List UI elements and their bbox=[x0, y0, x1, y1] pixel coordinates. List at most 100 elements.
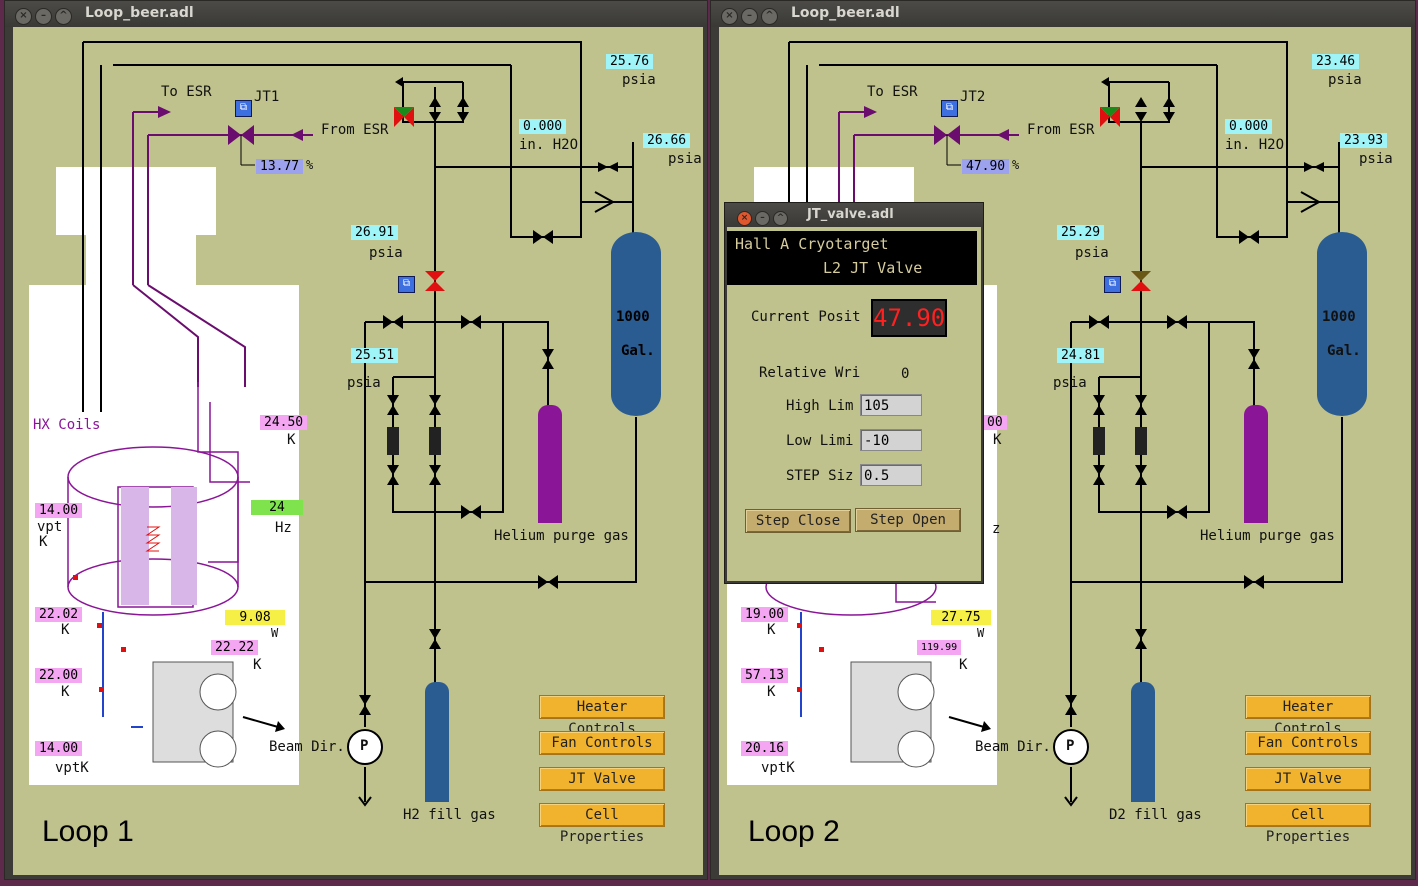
percent-unit: % bbox=[306, 158, 314, 172]
temp-vptk-readout: 14.00 bbox=[35, 741, 83, 756]
pressure-top-readout: 23.46 bbox=[1312, 54, 1360, 69]
percent-unit: % bbox=[1012, 158, 1020, 172]
heater-controls-button[interactable]: Heater Controls bbox=[539, 695, 665, 737]
helium-purge-cylinder bbox=[538, 405, 562, 523]
temp-hx-unit: K bbox=[993, 432, 1002, 448]
loop2-titlebar[interactable]: ×–^ Loop_beer.adl bbox=[711, 1, 1415, 27]
low-limit-input[interactable]: -10 bbox=[860, 429, 922, 451]
header-line-1: Hall A Cryotarget bbox=[735, 235, 889, 253]
current-position-label: Current Posit bbox=[751, 309, 861, 325]
heater-controls-button[interactable]: Heater Controls bbox=[1245, 695, 1371, 737]
pump-icon: P bbox=[1066, 738, 1075, 754]
pressure-top-unit: psia bbox=[622, 72, 656, 88]
step-size-label: STEP Siz bbox=[786, 468, 854, 484]
step-size-input[interactable]: 0.5 bbox=[860, 464, 922, 486]
fan-controls-button[interactable]: Fan Controls bbox=[1245, 731, 1371, 755]
jt-valve-dialog: ×–^ JT_valve.adl Hall A Cryotarget L2 JT… bbox=[724, 202, 984, 584]
temp-c-readout: 57.13 bbox=[741, 668, 789, 683]
maximize-icon[interactable]: ^ bbox=[773, 211, 788, 226]
target-schematic-neck bbox=[86, 232, 196, 288]
close-icon[interactable]: × bbox=[737, 211, 752, 226]
from-esr-label: From ESR bbox=[321, 122, 389, 138]
temp-a-unit: K bbox=[767, 622, 776, 638]
cell-properties-button[interactable]: Cell Properties bbox=[1245, 803, 1371, 845]
jt-control-icon[interactable]: ⧉ bbox=[941, 100, 958, 117]
tank-label-unit: Gal. bbox=[1327, 343, 1361, 359]
fan-controls-button[interactable]: Fan Controls bbox=[539, 731, 665, 755]
step-close-button[interactable]: Step Close bbox=[745, 509, 851, 533]
step-open-button[interactable]: Step Open bbox=[855, 508, 961, 532]
hx-coils-label: HX Coils bbox=[33, 417, 101, 433]
minimize-icon[interactable]: – bbox=[35, 8, 52, 25]
dp-readout: 0.000 bbox=[519, 119, 567, 134]
pump-icon: P bbox=[360, 738, 369, 754]
loop1-piping-diagram bbox=[67, 41, 637, 807]
minimize-icon[interactable]: – bbox=[755, 211, 770, 226]
pressure-low-readout: 24.81 bbox=[1057, 348, 1105, 363]
jt-percent-readout: 47.90 bbox=[962, 159, 1010, 174]
maximize-icon[interactable]: ^ bbox=[55, 8, 72, 25]
jt-control-icon[interactable]: ⧉ bbox=[235, 100, 252, 117]
jt-valve-button[interactable]: JT Valve bbox=[539, 767, 665, 791]
loop-label: Loop 2 bbox=[748, 815, 840, 848]
temp-b-readout: 22.22 bbox=[211, 640, 259, 655]
temp-b-unit: K bbox=[959, 657, 968, 673]
window-title: Loop_beer.adl bbox=[85, 5, 194, 21]
fill-gas-label: H2 fill gas bbox=[403, 807, 496, 823]
cell-properties-button[interactable]: Cell Properties bbox=[539, 803, 665, 845]
heater-power-readout: 9.08 bbox=[225, 610, 285, 625]
fan-frequency-readout: 24 bbox=[251, 500, 303, 515]
dp-unit: in. H2O bbox=[519, 137, 579, 153]
high-limit-input[interactable]: 105 bbox=[860, 394, 922, 416]
temp-vpt-readout: 14.00 bbox=[35, 503, 83, 518]
tank-1000-gal bbox=[611, 232, 661, 416]
tank-label-unit: Gal. bbox=[621, 343, 655, 359]
valve-control-icon[interactable]: ⧉ bbox=[398, 276, 415, 293]
temp-vptk-readout: 20.16 bbox=[741, 741, 789, 756]
loop1-canvas: 1000 Gal. To ESR From ESR JT1 ⧉ 13.77 % … bbox=[13, 27, 703, 875]
tank-label-volume: 1000 bbox=[616, 309, 650, 325]
heater-power-unit: W bbox=[977, 626, 985, 640]
helium-purge-label: Helium purge gas bbox=[1200, 528, 1335, 544]
temp-c-readout: 22.00 bbox=[35, 668, 83, 683]
temp-a-unit: K bbox=[61, 622, 70, 638]
tank-1000-gal bbox=[1317, 232, 1367, 416]
temp-a-readout: 22.02 bbox=[35, 607, 83, 622]
fan-frequency-unit: Hz bbox=[275, 520, 292, 536]
to-esr-label: To ESR bbox=[867, 84, 918, 100]
pressure-low-unit: psia bbox=[1053, 375, 1087, 391]
fill-gas-label: D2 fill gas bbox=[1109, 807, 1202, 823]
valve-control-icon[interactable]: ⧉ bbox=[1104, 276, 1121, 293]
jt-valve-label: JT1 bbox=[254, 89, 280, 105]
jt-valve-button[interactable]: JT Valve bbox=[1245, 767, 1371, 791]
pressure-low-unit: psia bbox=[347, 375, 381, 391]
pressure-mid-readout: 26.91 bbox=[351, 225, 399, 240]
dialog-header: Hall A Cryotarget L2 JT Valve bbox=[727, 231, 977, 285]
close-icon[interactable]: × bbox=[15, 8, 32, 25]
loop1-titlebar[interactable]: ×–^ Loop_beer.adl bbox=[5, 1, 707, 27]
current-position-readout: 47.90 bbox=[871, 299, 947, 337]
beam-direction-label: Beam Dir. bbox=[975, 739, 1051, 755]
dp-unit: in. H2O bbox=[1225, 137, 1285, 153]
helium-purge-label: Helium purge gas bbox=[494, 528, 629, 544]
temp-vpt-unit: K bbox=[39, 534, 48, 550]
maximize-icon[interactable]: ^ bbox=[761, 8, 778, 25]
dialog-titlebar[interactable]: ×–^ JT_valve.adl bbox=[725, 203, 983, 227]
minimize-icon[interactable]: – bbox=[741, 8, 758, 25]
to-esr-label: To ESR bbox=[161, 84, 212, 100]
relative-write-label: Relative Wri bbox=[759, 365, 861, 381]
temp-hx-unit: K bbox=[287, 432, 296, 448]
pressure-tank-unit: psia bbox=[1359, 151, 1393, 167]
h2-fill-cylinder bbox=[425, 682, 449, 802]
temp-hx-readout-partial: 00 bbox=[983, 415, 1007, 430]
beam-direction-label: Beam Dir. bbox=[269, 739, 345, 755]
loop-label: Loop 1 bbox=[42, 815, 134, 848]
pressure-tank-unit: psia bbox=[668, 151, 702, 167]
relative-write-value: 0 bbox=[901, 366, 910, 382]
loop1-window: ×–^ Loop_beer.adl bbox=[4, 0, 708, 880]
temp-a-readout: 19.00 bbox=[741, 607, 789, 622]
temp-b-unit: K bbox=[253, 657, 262, 673]
jt-valve-label: JT2 bbox=[960, 89, 986, 105]
close-icon[interactable]: × bbox=[721, 8, 738, 25]
pressure-top-readout: 25.76 bbox=[606, 54, 654, 69]
